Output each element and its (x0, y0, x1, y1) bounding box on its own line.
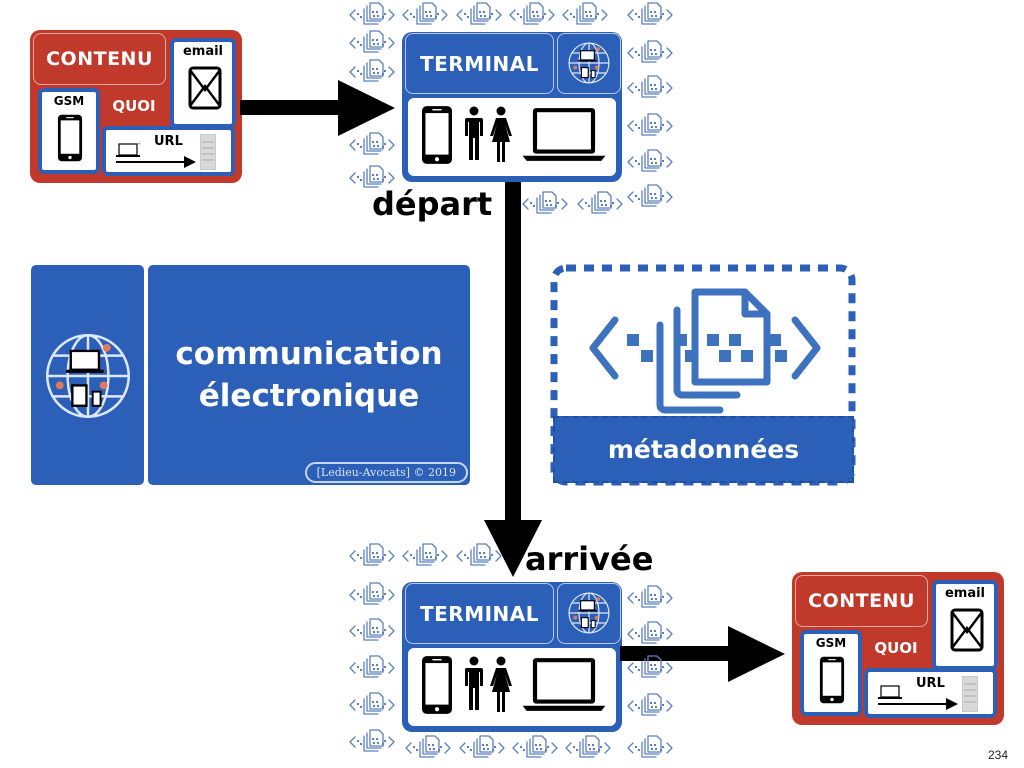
smartphone-icon (57, 112, 83, 164)
url-tile: URL (864, 668, 997, 718)
smartphone-icon (420, 655, 454, 715)
metadata-mini-icon (575, 191, 625, 217)
copyright-badge: [Ledieu-Avocats] © 2019 (304, 462, 468, 483)
smartphone-icon (819, 654, 845, 706)
metadata-mini-icon (625, 693, 675, 719)
terminal-globe-tile (557, 583, 621, 644)
quoi-label: QUOI (102, 90, 166, 122)
globe-devices-icon (41, 329, 135, 423)
terminal-globe-tile (557, 33, 621, 94)
metadata-mini-icon (625, 75, 675, 101)
laptop-icon (518, 106, 610, 164)
man-icon (462, 656, 486, 712)
metadata-mini-icon (347, 2, 397, 28)
woman-icon (488, 656, 514, 712)
metadata-mini-icon (347, 543, 397, 569)
metadata-mini-icon (520, 191, 570, 217)
metadata-mini-icon (400, 543, 450, 569)
terminal-bottom: TERMINAL (402, 582, 622, 732)
quoi-label: QUOI (864, 632, 928, 664)
metadata-mini-icon (625, 621, 675, 647)
email-label: email (944, 586, 986, 601)
metadata-mini-icon (457, 735, 507, 761)
metadata-mini-icon (347, 132, 397, 158)
communication-icon-tile (31, 265, 144, 485)
arrow-terminal-to-terminal (484, 182, 542, 577)
metadata-mini-icon (507, 2, 557, 28)
metadata-files-icon (589, 288, 821, 414)
metadata-mini-icon (560, 2, 610, 28)
metadata-mini-icon (625, 184, 675, 210)
metadata-mini-icon (563, 735, 613, 761)
departure-label: départ (372, 185, 493, 223)
server-icon (962, 676, 978, 712)
url-tile: URL (102, 126, 235, 176)
metadata-mini-icon (403, 735, 453, 761)
envelope-icon (950, 608, 984, 652)
communication-title-tile: communication électronique [Ledieu-Avoca… (148, 265, 470, 485)
metadata-mini-icon (625, 40, 675, 66)
arrival-label: arrivée (525, 540, 654, 578)
woman-icon (488, 106, 514, 162)
laptop-icon (116, 143, 140, 157)
arrow-right-icon (878, 698, 958, 710)
globe-icon (566, 40, 612, 86)
metadata-mini-icon (347, 618, 397, 644)
terminal-devices (408, 98, 616, 176)
content-card-bottom: CONTENU email GSM QUOI URL (792, 572, 1004, 725)
metadata-mini-icon (625, 113, 675, 139)
metadata-mini-icon (347, 59, 397, 85)
email-tile: email (170, 38, 236, 128)
metadata-label: métadonnées (553, 416, 854, 483)
content-title: CONTENU (33, 33, 166, 85)
metadata-mini-icon (400, 2, 450, 28)
metadata-mini-icon (510, 735, 560, 761)
man-icon (462, 106, 486, 162)
metadata-mini-icon (625, 655, 675, 681)
metadata-mini-icon (625, 149, 675, 175)
terminal-devices (408, 648, 616, 726)
arrow-right-icon (116, 156, 196, 168)
metadata-mini-icon (347, 692, 397, 718)
metadata-mini-icon (625, 735, 675, 761)
metadata-mini-icon (454, 543, 504, 569)
server-icon (200, 134, 216, 170)
terminal-title: TERMINAL (405, 583, 554, 644)
email-label: email (182, 44, 224, 59)
metadata-mini-icon (625, 585, 675, 611)
arrow-contenu-to-terminal (240, 80, 395, 136)
metadata-mini-icon (347, 30, 397, 56)
url-label: URL (916, 676, 945, 691)
metadata-mini-icon (625, 2, 675, 28)
gsm-label: GSM (53, 94, 85, 108)
gsm-tile: GSM (38, 88, 100, 174)
globe-icon (566, 590, 612, 636)
envelope-icon (188, 66, 222, 110)
communication-line2: électronique (198, 378, 420, 414)
content-title: CONTENU (795, 575, 928, 627)
page-number: 234 (988, 748, 1009, 762)
smartphone-icon (420, 105, 454, 165)
metadata-mini-icon (347, 582, 397, 608)
metadata-mini-icon (347, 655, 397, 681)
email-tile: email (932, 580, 998, 670)
communication-line1: communication (175, 336, 443, 372)
content-card-top: CONTENU email GSM QUOI URL (30, 30, 242, 183)
metadata-mini-icon (347, 729, 397, 755)
metadata-mini-icon (347, 165, 397, 191)
laptop-icon (518, 656, 610, 714)
metadata-mini-icon (454, 2, 504, 28)
url-label: URL (154, 134, 183, 149)
terminal-top: TERMINAL (402, 32, 622, 182)
gsm-label: GSM (815, 636, 847, 650)
gsm-tile: GSM (800, 630, 862, 716)
terminal-title: TERMINAL (405, 33, 554, 94)
laptop-icon (878, 685, 902, 699)
